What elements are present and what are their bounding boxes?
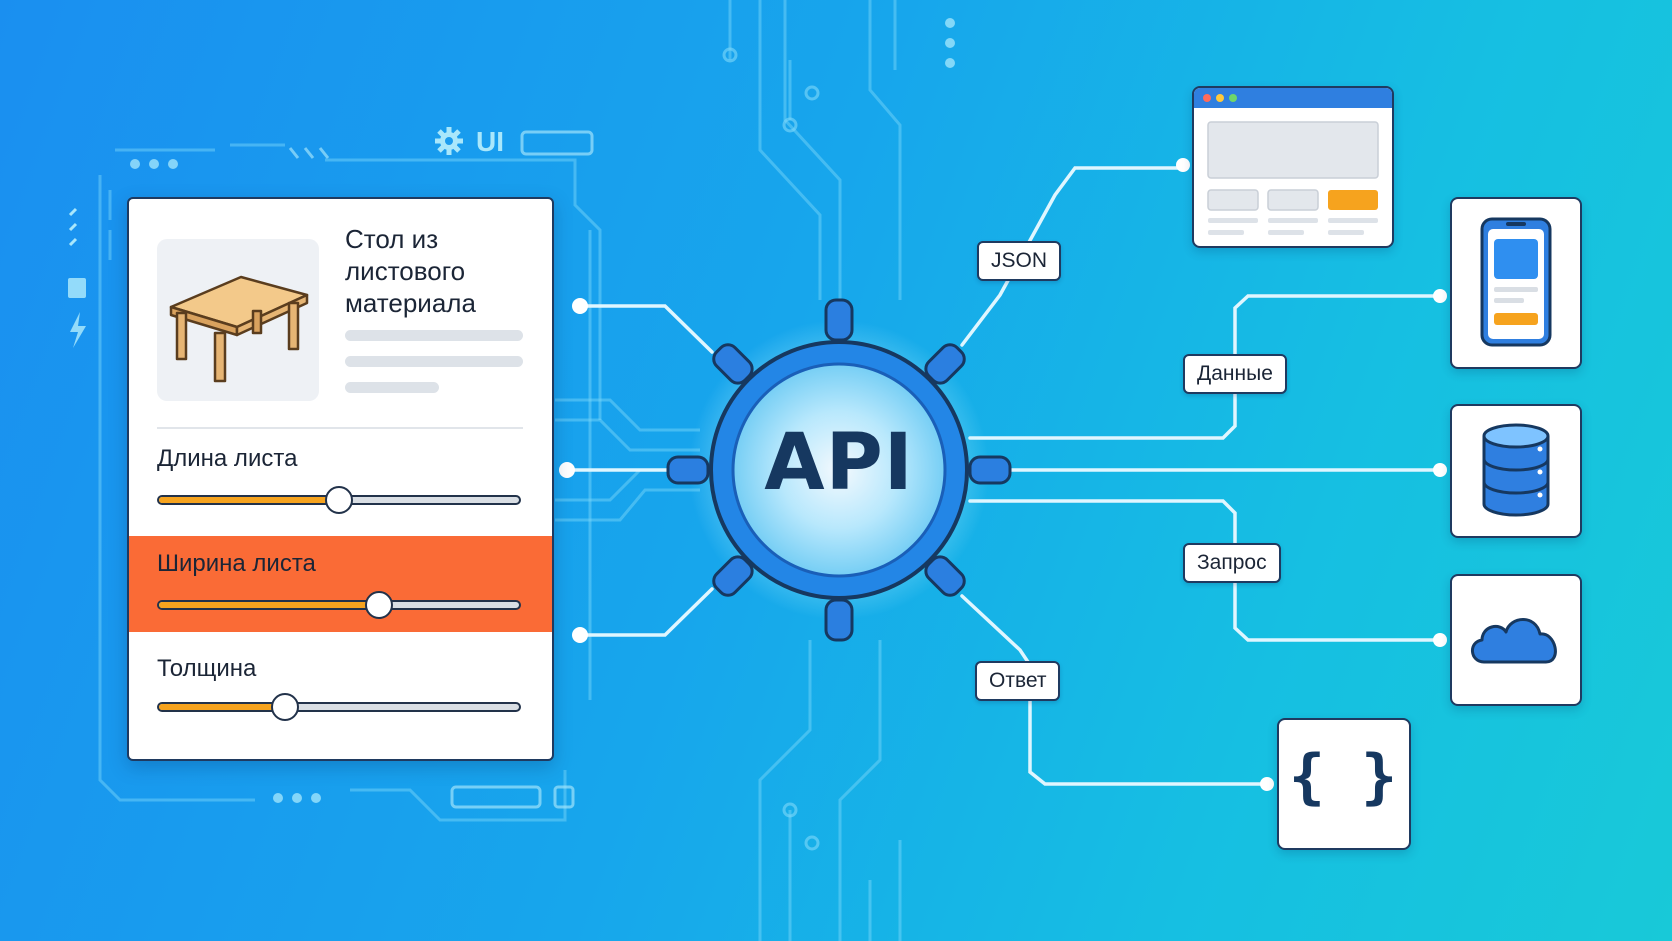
edge-label-json: JSON — [977, 241, 1062, 281]
description-placeholder-line — [345, 330, 523, 341]
table-icon — [169, 275, 309, 383]
lightning-icon — [70, 312, 86, 348]
dash-marks — [68, 207, 78, 247]
panel-divider — [157, 427, 523, 429]
gear-icon — [435, 127, 463, 155]
edge-label-response: Ответ — [975, 661, 1061, 701]
code-braces-icon: { } — [1288, 742, 1398, 812]
slider-track[interactable] — [157, 591, 521, 619]
smartphone-card — [1450, 197, 1582, 369]
square-icon — [68, 278, 86, 298]
code-card — [1277, 718, 1411, 850]
ui-label: UI — [476, 126, 504, 157]
slider-track[interactable] — [157, 486, 521, 514]
product-configurator-panel: Стол из листового материала Длина листа … — [127, 197, 554, 761]
database-card — [1450, 404, 1582, 538]
slider-sheet-width: Ширина листа — [129, 536, 552, 632]
slider-label: Длина листа — [157, 445, 298, 472]
circuit-nodes — [722, 47, 820, 851]
slider-label: Толщина — [157, 655, 257, 682]
frame-decor — [288, 130, 594, 809]
cloud-icon — [1471, 618, 1557, 664]
description-placeholder-line — [345, 356, 523, 367]
browser-window-card — [1192, 86, 1394, 248]
slider-thumb[interactable] — [325, 486, 353, 514]
product-thumbnail — [157, 239, 319, 401]
api-hub-label: API — [764, 418, 914, 508]
slider-thickness: Толщина — [129, 635, 552, 755]
slider-fill — [159, 602, 379, 608]
slider-thumb[interactable] — [364, 591, 393, 619]
slider-track[interactable] — [157, 693, 521, 721]
api-hub — [666, 298, 1012, 642]
connector-endpoints — [559, 158, 1447, 791]
database-icon — [1482, 423, 1550, 517]
slider-fill — [159, 704, 285, 710]
slider-sheet-length: Длина листа — [129, 429, 552, 533]
decorative-dots — [130, 18, 955, 803]
edge-label-request: Запрос — [1183, 543, 1281, 583]
edge-label-data: Данные — [1183, 354, 1287, 394]
browser-window-icon — [1194, 88, 1392, 235]
cloud-card — [1450, 574, 1582, 706]
slider-thumb[interactable] — [271, 693, 299, 721]
smartphone-icon — [1480, 217, 1552, 347]
product-title: Стол из листового материала — [345, 224, 476, 318]
slider-fill — [159, 497, 339, 503]
description-placeholder-line — [345, 382, 439, 393]
slider-label: Ширина листа — [157, 550, 316, 577]
